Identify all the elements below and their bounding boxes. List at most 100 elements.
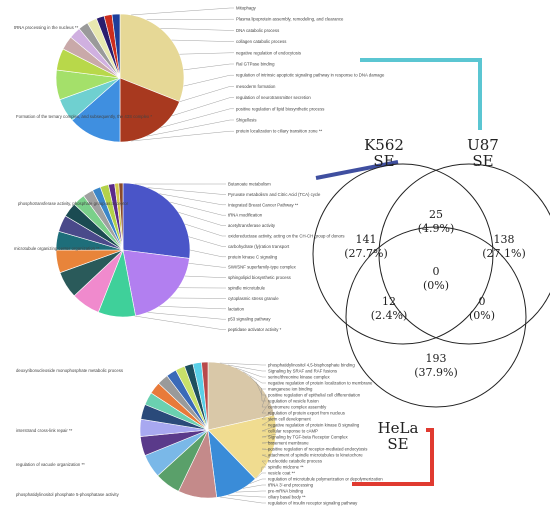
pie-1-leader-8 xyxy=(171,97,234,117)
pie-3-label-right-20: tRNA 3'-end processing xyxy=(268,483,314,488)
pie-3-label-left-3: phosphatidylinositol phosphate 5-phospha… xyxy=(16,492,120,497)
pie-3-leader-4 xyxy=(249,376,266,390)
pie-3-label-right-11: cellular response to cAMP xyxy=(268,429,318,434)
pie-1-slice-12 xyxy=(111,13,121,79)
pie-2-label-right-3: tRNA modification xyxy=(228,213,263,218)
pie-1-left-labels: tRNA processing in the nucleus ** Format… xyxy=(14,25,152,119)
pie-1-label-right-0: Mitophagy xyxy=(236,6,257,11)
pie-3-label-right-13: basement membrane xyxy=(268,441,309,446)
pie-3-label-right-18: vesicle coat ** xyxy=(268,471,295,476)
pie-1-leader-5 xyxy=(183,63,234,71)
pie-2-leader-14 xyxy=(134,315,226,330)
pie-3-label-right-22: ciliary basal body ** xyxy=(268,495,306,500)
venn-diagram: K562 SE U87 SE HeLa SE 141 (27.7%) 138 (… xyxy=(312,136,550,453)
pie-3-label-right-23: regulation of insulin receptor signaling… xyxy=(268,501,358,506)
venn-pct-u87-hela: (0%) xyxy=(469,309,495,322)
pie-3-right-labels: phosphatidylinositol 4,5-bisphosphate bi… xyxy=(268,363,383,506)
pie-2-leader-6 xyxy=(188,236,226,247)
pie-2-leader-4 xyxy=(178,212,226,226)
pie-3-slice-16 xyxy=(201,361,209,431)
pie-2-slice-15 xyxy=(118,182,124,251)
venn-circle-k562 xyxy=(312,163,494,345)
pie-1-label-right-11: protein localization to ciliary transiti… xyxy=(236,129,323,134)
pie-3-leader-10 xyxy=(261,417,275,426)
pie-2-leader-7 xyxy=(189,249,226,257)
pie-2-label-left-1: microtubule organizing center organizati… xyxy=(14,246,100,251)
pie-3-label-left-1: interstrand cross-link repair ** xyxy=(16,428,73,433)
pie-3-leader-18 xyxy=(255,472,266,479)
pie-1-label-right-5: Ral GTPase binding xyxy=(236,62,275,67)
pie-chart-2: phosphotransferase activity, phosphate g… xyxy=(14,182,344,333)
pie-3-leader-20 xyxy=(242,484,266,489)
pie-3-leader-23 xyxy=(219,496,266,504)
pie-3-label-right-7: centromere complex assembly xyxy=(268,405,327,410)
venn-set-k562-sub: SE xyxy=(373,152,394,170)
pie-3-leader-lines xyxy=(219,362,276,504)
pie-2-slice-1 xyxy=(122,249,190,317)
pie-2-leader-9 xyxy=(184,275,226,278)
pie-1-label-right-9: positive regulation of lipid biosyntheti… xyxy=(236,106,324,111)
pie-1-label-left-0: tRNA processing in the nucleus ** xyxy=(14,25,79,30)
pie-2-leader-13 xyxy=(147,312,226,320)
pie-2-label-right-12: lactation xyxy=(228,306,245,311)
pie-1-leader-0 xyxy=(131,7,234,16)
pie-2-label-right-13: p53 signaling pathway xyxy=(228,317,271,322)
pie-3-slice-1 xyxy=(207,414,277,480)
pie-2-label-right-5: oxidoreductase activity, acting on the C… xyxy=(228,234,344,239)
pie-2-label-right-14: peptidase activator activity * xyxy=(228,327,282,332)
pie-1-leader-6 xyxy=(183,74,234,87)
pie-3-leader-2 xyxy=(235,367,266,378)
pie-1-slice-2 xyxy=(71,77,121,143)
pie-2-label-right-7: protein kinase C signaling xyxy=(228,254,278,259)
pie-3-leader-7 xyxy=(261,394,267,408)
pie-3-leader-9 xyxy=(261,409,274,420)
pie-2-label-right-1: Pyruvate metabolism and Citric Acid (TCA… xyxy=(228,192,321,197)
pie-3-label-right-15: attachment of spindle microtubules to ki… xyxy=(268,453,363,458)
pie-1-label-right-10: Shigellosis xyxy=(236,118,257,123)
venn-circle-u87 xyxy=(378,163,550,345)
pie-3-leader-0 xyxy=(219,362,266,366)
venn-set-hela-name: HeLa xyxy=(378,419,419,437)
pie-2-label-right-8: SWI/SNF superfamily-type complex xyxy=(228,265,297,270)
venn-pct-k562-only: (27.7%) xyxy=(344,247,388,260)
pie-2-label-right-10: spindle microtubule xyxy=(228,286,266,291)
venn-set-k562-name: K562 xyxy=(364,136,404,154)
pie-2-label-right-4: acetyltransferase activity xyxy=(228,223,276,228)
pie-3-leader-13 xyxy=(261,442,275,444)
venn-pct-k562-u87: (4.9%) xyxy=(418,222,455,235)
pie-3-label-right-9: stem cell development xyxy=(268,417,312,422)
pie-3-label-right-5: positive regulation of epithelial cell d… xyxy=(268,393,361,398)
pie-3-label-right-3: negative regulation of protein localizat… xyxy=(268,381,373,386)
pie-3-leader-8 xyxy=(261,401,271,414)
pie-1-leader-9 xyxy=(160,108,234,128)
pie-1-leader-11 xyxy=(131,130,234,142)
pie-3-leader-11 xyxy=(261,425,276,432)
pie-1-leader-1 xyxy=(146,19,234,20)
pie-3-label-right-8: regulation of protein export from nucleu… xyxy=(268,411,345,416)
venn-set-u87-sub: SE xyxy=(472,152,493,170)
pie-1-label-right-2: DNA catabolic process xyxy=(236,28,279,33)
venn-pct-all-three: (0%) xyxy=(423,279,449,292)
pie-1-leader-3 xyxy=(171,39,234,42)
pie-2-leader-8 xyxy=(188,263,226,268)
pie-2-leader-12 xyxy=(159,306,226,309)
hela-connector-line xyxy=(352,428,434,486)
pie-3-leader-16 xyxy=(261,460,267,466)
venn-pct-hela-only: (37.9%) xyxy=(414,366,458,379)
venn-pct-u87-only: (27.1%) xyxy=(482,247,526,260)
k562-connector-line xyxy=(315,160,399,180)
venn-count-u87-hela: 0 xyxy=(479,295,486,308)
pie-2-slices xyxy=(55,182,191,318)
pie-3-leader-12 xyxy=(261,433,276,438)
pie-3-label-right-16: nucleotide catabolic process xyxy=(268,459,322,464)
pie-1-leader-7 xyxy=(179,86,234,102)
pie-3-leader-17 xyxy=(261,466,266,473)
pie-1-label-right-3: collagen catabolic process xyxy=(236,39,286,44)
pie-1-label-right-4: negative regulation of endocytosis xyxy=(236,50,301,55)
pie-2-leader-1 xyxy=(147,187,226,195)
pie-1-leader-2 xyxy=(160,28,234,31)
pie-2-label-right-0: Butanoate metabolism xyxy=(228,182,271,187)
